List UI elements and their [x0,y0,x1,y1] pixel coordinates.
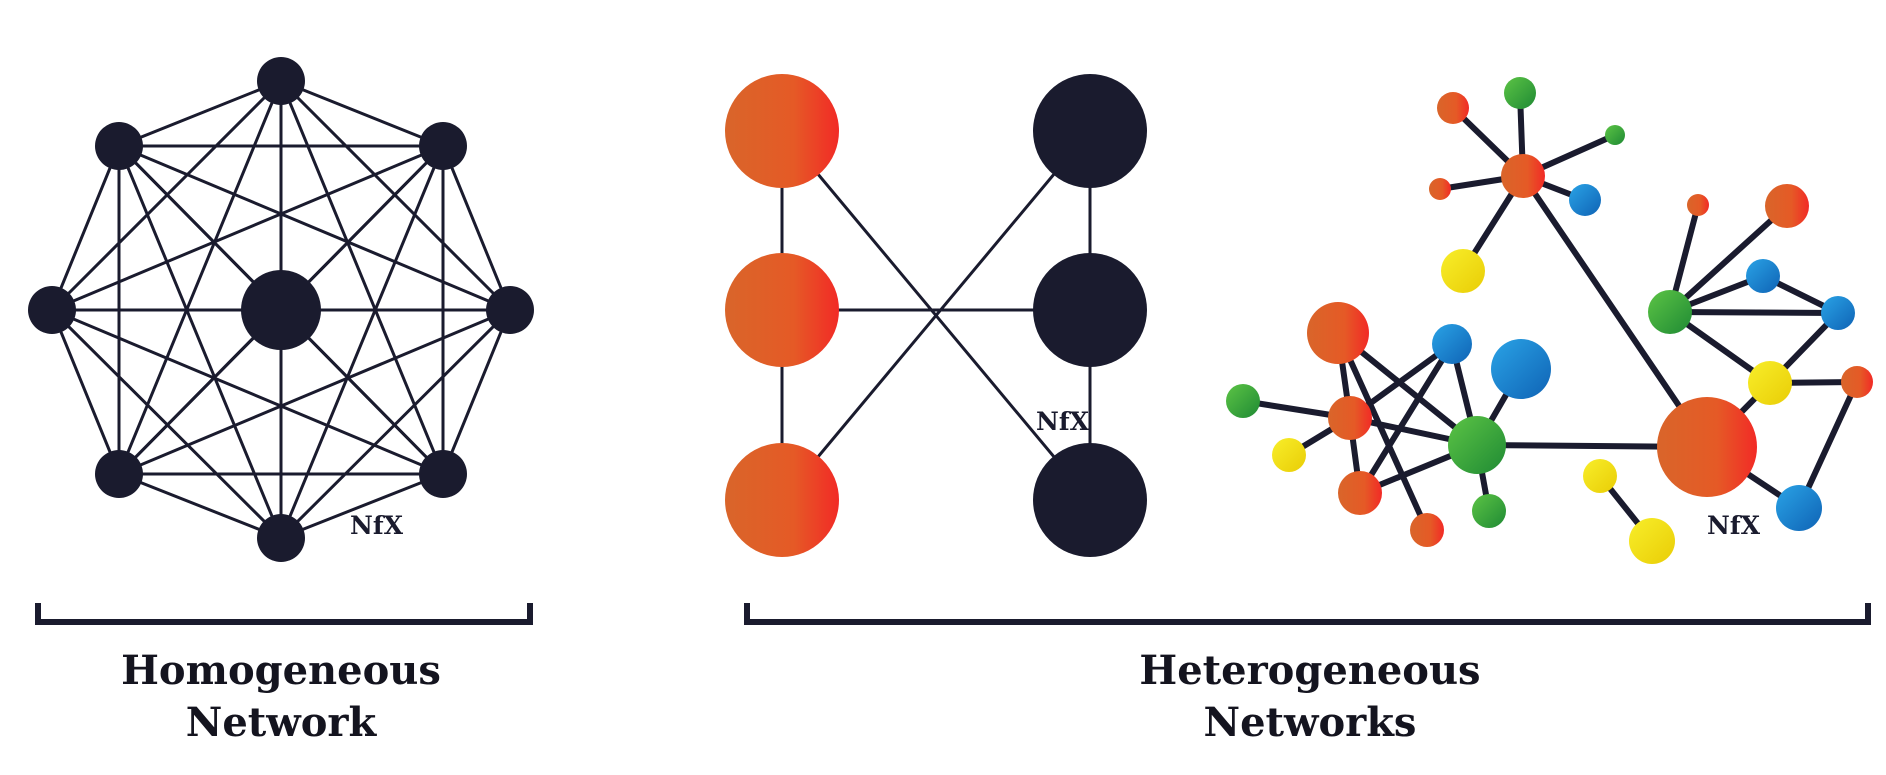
cluster-orange-node [1338,471,1382,515]
homogeneous-edge [279,472,445,540]
cluster-green-node [1448,416,1506,474]
homogeneous-node [28,286,76,334]
bipartite-nodes [725,74,1147,557]
cluster-edge [1335,330,1430,533]
bipartite-edge [780,129,1092,502]
cluster-network [1226,77,1873,564]
bipartite-dark-node [1033,74,1147,188]
cluster-green-node [1472,494,1506,528]
cluster-orange-node [1765,184,1809,228]
homogeneous-edge [50,144,121,312]
homogeneous-edge [50,308,121,476]
cluster-orange-node [1501,154,1545,198]
bracket-homogeneous [35,603,533,625]
bipartite-network [725,74,1147,557]
cluster-green-node [1605,125,1625,145]
cluster-edge [1796,379,1860,511]
homogeneous-node [419,122,467,170]
watermark-homogeneous: NfX [350,511,404,540]
bipartite-orange-node [725,443,839,557]
cluster-blue-node [1776,485,1822,531]
homogeneous-edge [441,308,512,476]
homogeneous-node [257,514,305,562]
homogeneous-node [419,450,467,498]
cluster-orange-node [1410,513,1444,547]
homogeneous-edge [117,308,512,476]
cluster-green-node [1226,384,1260,418]
homogeneous-edge [441,144,512,312]
cluster-orange-node [1841,366,1873,398]
caption-homogeneous-line2: Network [185,699,377,746]
caption-heterogeneous-line1: Heterogeneous [1139,647,1481,694]
cluster-edge [1667,203,1790,315]
homogeneous-edge [50,144,445,312]
homogeneous-edge [117,79,283,148]
cluster-yellow-node [1441,249,1485,293]
homogeneous-center-node [241,270,321,350]
bipartite-orange-node [725,253,839,367]
homogeneous-edge [50,308,445,476]
homogeneous-node [486,286,534,334]
cluster-green-node [1504,77,1536,109]
bracket-heterogeneous [744,603,1871,625]
brackets [35,603,1871,625]
homogeneous-network [28,57,534,562]
cluster-blue-node [1569,184,1601,216]
cluster-edge [1667,309,1841,316]
caption-heterogeneous: Heterogeneous Networks [1050,645,1570,749]
cluster-edge [1357,341,1455,496]
homogeneous-nodes [28,57,534,562]
cluster-yellow-node [1583,459,1617,493]
caption-homogeneous-line1: Homogeneous [121,647,441,694]
bipartite-orange-node [725,74,839,188]
cluster-edge [1520,173,1710,450]
cluster-blue-node [1821,296,1855,330]
cluster-orange-node [1307,302,1369,364]
cluster-orange-node [1328,396,1372,440]
caption-heterogeneous-line2: Networks [1203,699,1417,746]
cluster-yellow-node [1272,438,1306,472]
bipartite-dark-node [1033,443,1147,557]
watermark-cluster: NfX [1707,511,1761,540]
homogeneous-edge [279,79,445,148]
cluster-green-node [1648,290,1692,334]
cluster-blue-node [1432,324,1472,364]
homogeneous-edge [117,144,512,312]
homogeneous-node [95,122,143,170]
cluster-orange-node [1429,178,1451,200]
homogeneous-node [257,57,305,105]
homogeneous-node [95,450,143,498]
homogeneous-edge [117,144,283,540]
cluster-orange-node [1657,397,1757,497]
bipartite-dark-node [1033,253,1147,367]
cluster-blue-node [1491,339,1551,399]
cluster-nodes [1226,77,1873,564]
cluster-yellow-node [1629,518,1675,564]
homogeneous-edge [117,472,283,540]
cluster-yellow-node [1748,361,1792,405]
cluster-orange-node [1687,194,1709,216]
caption-homogeneous: Homogeneous Network [40,645,522,749]
watermarks: NfX NfX NfX [350,407,1761,540]
cluster-orange-node [1437,92,1469,124]
watermark-bipartite: NfX [1036,407,1090,436]
cluster-blue-node [1746,259,1780,293]
